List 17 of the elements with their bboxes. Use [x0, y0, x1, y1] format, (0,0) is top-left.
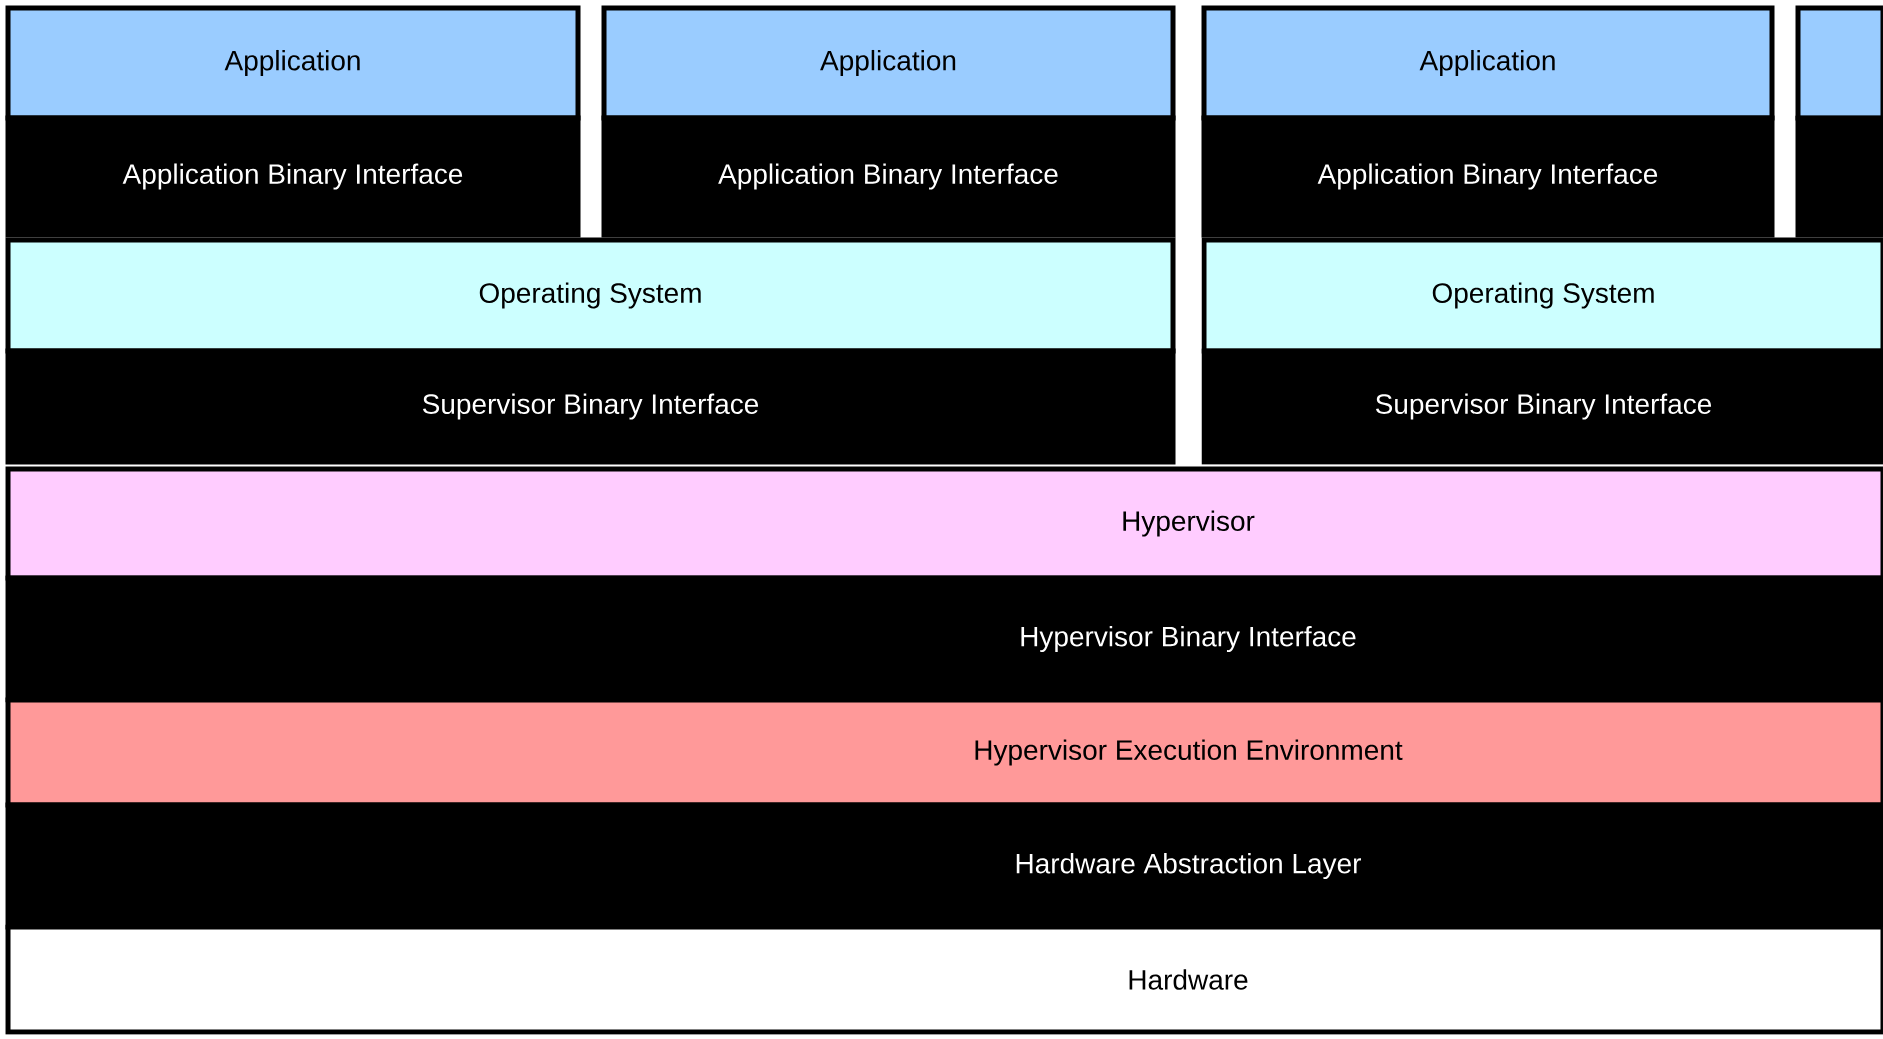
interface-band: Hardware Abstraction Layer [5, 802, 1883, 930]
application-box: Application [1201, 5, 1775, 121]
interface-band: Supervisor Binary Interface [5, 348, 1176, 465]
interface-band: Application Binary Interface [1201, 115, 1775, 238]
interface-band: Application Binary Interface [601, 115, 1176, 238]
interface-band: Application Binary Interface [5, 115, 581, 238]
application-box: Application [601, 5, 1176, 121]
execution-environment-band: Hypervisor Execution Environment [5, 697, 1883, 808]
operating-system-band: Operating System [5, 237, 1176, 354]
hypervisor-band: Hypervisor [5, 466, 1883, 581]
interface-band: Supervisor Binary Interface [1201, 348, 1883, 465]
operating-system-band: Operating System [1201, 237, 1883, 354]
interface-band: Hypervisor Binary Interface [5, 575, 1883, 703]
interface-band [1795, 115, 1883, 238]
application-box: Application [5, 5, 581, 121]
hardware-band: Hardware [5, 924, 1883, 1035]
node-label: Supervisor Binary Interface [1375, 393, 1712, 420]
